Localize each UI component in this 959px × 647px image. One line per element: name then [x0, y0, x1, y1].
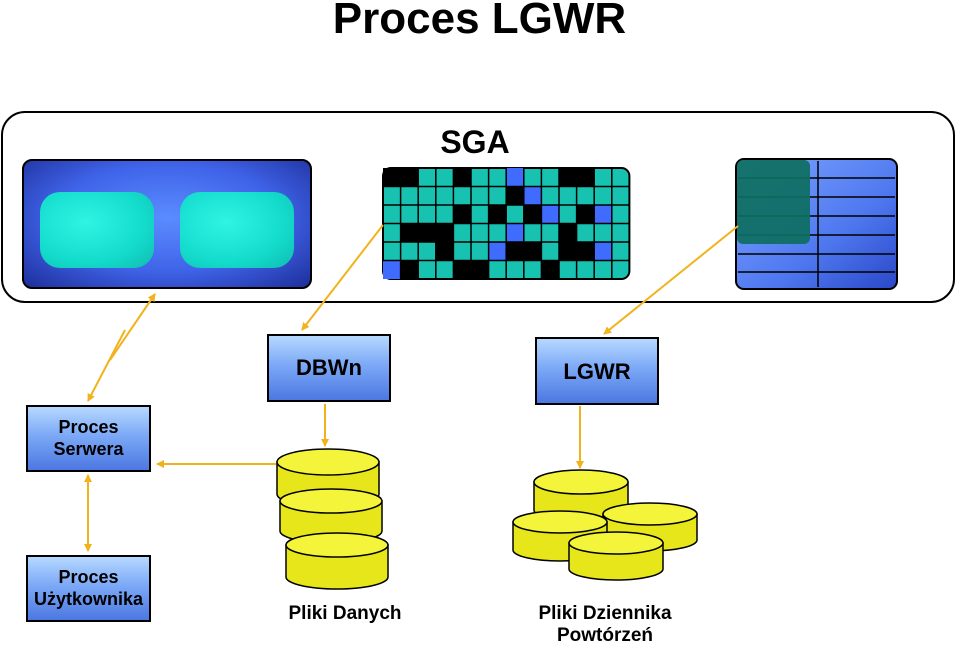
buffer-cell [400, 168, 419, 187]
buffer-cell [559, 168, 577, 187]
buffer-cell [435, 223, 454, 242]
lgwr-label: LGWR [563, 359, 631, 384]
file-cylinder [279, 488, 383, 544]
data-files-stack [276, 448, 389, 590]
buffer-cell [506, 168, 524, 187]
buffer-cell [383, 168, 401, 187]
buffer-cell [418, 223, 436, 242]
buffer-cell [523, 242, 542, 261]
buffer-cell [453, 168, 471, 187]
lgwr-process-box: LGWR [535, 337, 659, 405]
buffer-cache-grid [382, 167, 631, 280]
shared-pool-cache-1 [40, 192, 154, 268]
buffer-cell [559, 223, 577, 242]
arrow-buffer-to-dbwn [301, 224, 384, 331]
redo-files-label-line2: Powtórzeń [556, 625, 654, 646]
redo-files-label: Pliki Dziennika Powtórzeń [520, 603, 690, 647]
buffer-cell [594, 242, 612, 261]
sga-label: SGA [440, 124, 510, 160]
buffer-cell [488, 205, 507, 224]
user-process-line2: Użytkownika [33, 589, 144, 609]
dbwn-process-box: DBWn [267, 334, 391, 402]
redo-files-stack [512, 469, 698, 581]
buffer-cell [506, 186, 524, 205]
server-process-box: Proces Serwera [26, 405, 151, 472]
redo-log-buffer [735, 158, 898, 290]
arrow-server-to-sga [109, 293, 156, 361]
buffer-cell [471, 260, 489, 279]
server-process-line2: Serwera [53, 439, 124, 459]
redo-files-label-line1: Pliki Dziennika [538, 603, 672, 624]
buffer-cell [506, 223, 524, 242]
user-process-box: Proces Użytkownika [26, 555, 151, 622]
buffer-cell [453, 260, 471, 279]
file-cylinder [568, 531, 664, 581]
buffer-cell [383, 260, 401, 279]
file-cylinder [285, 532, 389, 590]
page-title: Proces LGWR [332, 0, 627, 43]
buffer-cell [488, 242, 507, 261]
buffer-cell [541, 205, 559, 224]
buffer-cell [576, 205, 595, 224]
buffer-cell [400, 223, 419, 242]
buffer-cell [435, 242, 454, 261]
buffer-cell [576, 242, 595, 261]
buffer-cell [506, 242, 524, 261]
buffer-cell [576, 168, 595, 187]
buffer-cell [523, 186, 542, 205]
arrow-redo-to-lgwr [603, 225, 739, 335]
server-process-line1: Proces [58, 417, 119, 437]
buffer-cell [594, 205, 612, 224]
data-files-label: Pliki Danych [288, 603, 402, 624]
user-process-line1: Proces [58, 567, 119, 587]
buffer-cell [559, 242, 577, 261]
dbwn-label: DBWn [296, 355, 362, 380]
buffer-cell [523, 205, 542, 224]
buffer-cell [400, 260, 419, 279]
shared-pool-cache-2 [180, 192, 294, 268]
buffer-cell [453, 205, 471, 224]
arrow-sga-to-server [87, 329, 126, 402]
buffer-cell [541, 260, 559, 279]
